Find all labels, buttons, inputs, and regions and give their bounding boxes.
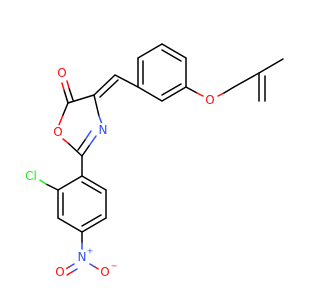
bond-c4-ch-double	[99, 79, 119, 98]
bond-ar-inner-b	[81, 214, 102, 227]
bond-o-ch2-o	[217, 92, 225, 97]
bond-ph-inner-b	[161, 49, 182, 62]
atom-bg-nitro-o	[53, 265, 67, 279]
atom-nitro-nitrogen: N	[78, 250, 87, 264]
bond-c5-o-carbonyl-a2	[68, 87, 74, 101]
bond-ph-o-ether-o	[196, 92, 204, 97]
bond-n3-c2	[81, 145, 90, 157]
bond-ar-cl-cl	[39, 179, 47, 185]
atom-ether-oxygen: O	[205, 93, 214, 107]
atom-bg-ring-n	[96, 123, 110, 137]
bond-c2-o1	[67, 142, 83, 157]
bond-n3-c2-n-half	[88, 135, 97, 147]
bond-n3-c2-double-n	[84, 130, 92, 141]
bond-ar-inner-c	[81, 181, 102, 194]
molecule-structure: O O N O Cl N + O − O	[22, 43, 284, 279]
atom-ring-oxygen: O	[53, 125, 62, 139]
bond-c-ch3	[258, 58, 284, 74]
bond-c4-n3	[93, 94, 100, 117]
bond-n3-c2-double	[77, 139, 86, 151]
bond-ph-2-3	[137, 43, 163, 59]
bond-o1-c5	[62, 102, 69, 116]
bond-c5-o-carbonyl-b2	[66, 80, 70, 89]
atom-bg-chlorine	[22, 167, 40, 185]
bond-n-o-n	[68, 263, 75, 268]
atom-chlorine: Cl	[25, 169, 37, 183]
bond-c5-c4	[67, 94, 95, 104]
charge-nitro-plus: +	[87, 247, 94, 256]
bond-n-o-double-n	[71, 268, 78, 273]
bond-ph-o-ether	[185, 86, 198, 94]
bond-c5-o-carbonyl-b	[61, 82, 65, 91]
bond-ar-cl	[45, 183, 59, 191]
atom-bg-ring-o	[51, 125, 65, 139]
bond-c2-o1-o-half	[62, 138, 69, 144]
bond-ph-inner-c	[161, 83, 182, 96]
atom-bg-carbonyl-o	[55, 66, 69, 80]
bond-ar-1-2	[57, 175, 83, 191]
bond-ar-6-1	[81, 175, 107, 191]
atom-bg-nitro-o-minus	[98, 265, 112, 279]
bond-ph-3-4	[161, 43, 187, 59]
atom-nitro-oxygen: O	[55, 265, 64, 279]
bond-o-ch2	[223, 86, 235, 94]
bond-o1-c5-o-half	[58, 114, 64, 126]
bond-ar-3-4	[57, 217, 83, 233]
charge-nitro-minus: −	[111, 262, 118, 271]
bond-c5-o-carbonyl-a	[63, 89, 69, 104]
atom-nitro-oxygen-minus: O	[100, 265, 109, 279]
bond-ch-ph	[114, 74, 139, 88]
bond-n-o-double-o	[66, 271, 73, 276]
atom-ring-nitrogen: N	[99, 123, 108, 137]
bond-c4-n3-n-half	[98, 115, 103, 125]
atoms-layer: O O N O Cl N + O − O	[22, 66, 217, 279]
atom-bg-ether-o	[203, 93, 217, 107]
bonds-layer	[39, 43, 284, 276]
bond-ph-6-1	[137, 86, 163, 102]
bond-n-o-minus-n	[89, 263, 96, 268]
bond-ph-5-6	[161, 86, 187, 102]
bond-c4-ch	[93, 74, 116, 96]
bond-ch2-c	[233, 72, 260, 88]
atom-carbonyl-oxygen: O	[57, 66, 66, 80]
bond-ar-4-5	[81, 217, 107, 233]
atom-bg-nitro-n	[75, 250, 89, 264]
